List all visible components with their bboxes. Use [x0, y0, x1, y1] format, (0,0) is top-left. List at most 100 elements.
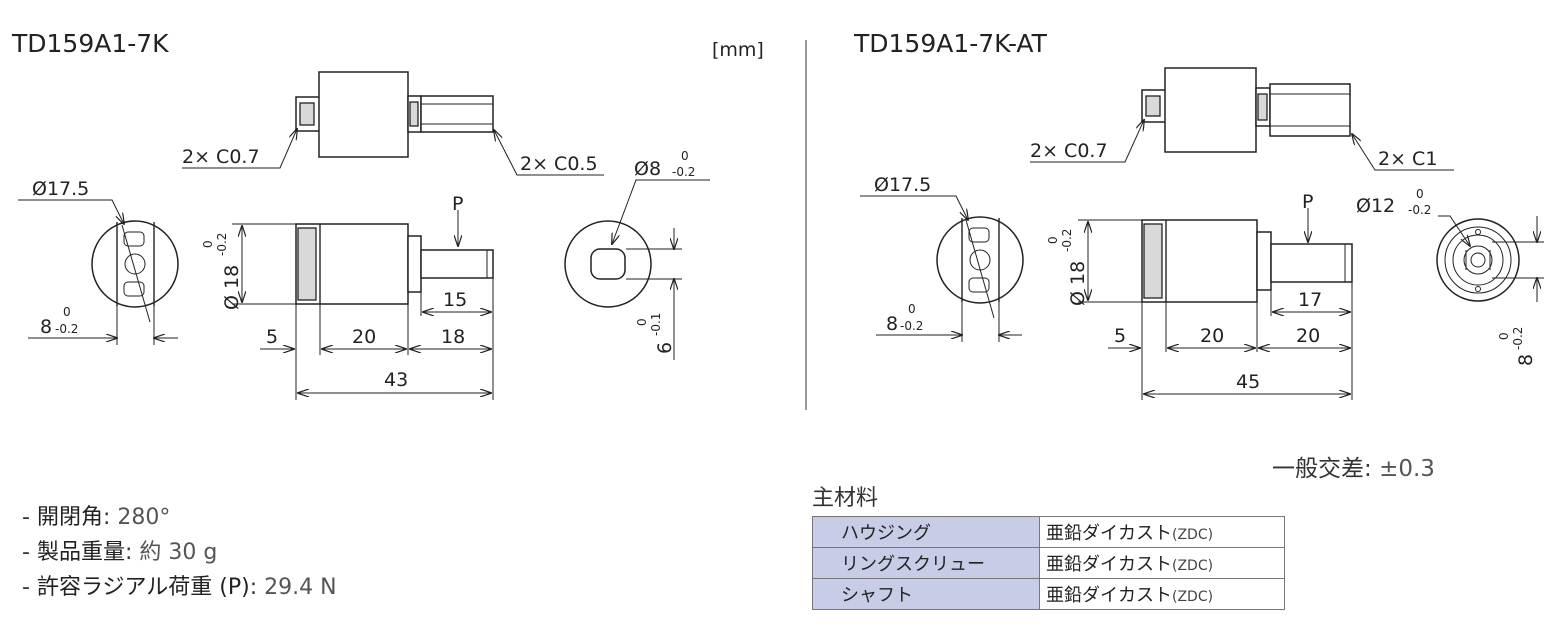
part-name: シャフト — [812, 578, 1040, 610]
chamfer-right-leader — [494, 130, 604, 176]
load-label: P — [452, 193, 463, 215]
unit-label: [mm] — [712, 39, 764, 61]
svg-text:-0.2: -0.2 — [1408, 203, 1431, 217]
model-title: TD159A1-7K — [11, 29, 169, 58]
material-cell: 亜鉛ダイカスト(ZDC) — [1039, 578, 1285, 610]
part-name: ハウジング — [812, 516, 1040, 548]
svg-text:0: 0 — [1416, 187, 1424, 201]
shaft-profile — [1463, 245, 1493, 275]
chamfer-left-leader — [182, 129, 297, 169]
side-shaft — [420, 249, 494, 279]
housing-body — [1164, 67, 1257, 153]
dim-18: 18 — [441, 326, 465, 348]
svg-text:-0.2: -0.2 — [55, 322, 78, 336]
side-collar — [1256, 231, 1272, 291]
spec-list: - 開閉角: 280° - 製品重量: 約 30 g - 許容ラジアル荷重 (P… — [22, 500, 337, 605]
svg-text:-0.1: -0.1 — [649, 313, 663, 336]
side-view: P Ø 18 0 -0.2 15 5 20 18 43 — [201, 193, 494, 400]
part-name: リングスクリュー — [812, 547, 1040, 579]
svg-text:-0.2: -0.2 — [672, 165, 695, 179]
chamfer-right-label: 2× C0.5 — [520, 153, 598, 175]
side-ring — [297, 227, 317, 301]
dia-side-label: Ø 18 — [221, 265, 243, 310]
dim-shaft-flat: 17 — [1298, 289, 1322, 311]
model-title: TD159A1-7K-AT — [853, 29, 1048, 58]
dia-shaft-leader — [612, 179, 710, 244]
dim-5: 5 — [1114, 325, 1126, 347]
end-view: Ø17.5 8 0 -0.2 — [860, 174, 1024, 342]
shaft-profile — [590, 248, 626, 280]
material-cell: 亜鉛ダイカスト(ZDC) — [1039, 547, 1285, 579]
end-view-disc — [91, 220, 179, 308]
shaft-flat-label: 8 — [1515, 354, 1537, 366]
dim-5: 5 — [266, 326, 278, 348]
shaft-top — [1269, 83, 1351, 137]
end-view-disc — [936, 216, 1024, 304]
materials-title: 主材料 — [812, 486, 879, 511]
svg-text:0: 0 — [201, 240, 215, 248]
center-hole — [124, 253, 146, 275]
dia-body-leader — [18, 199, 124, 224]
spec-item: - 開閉角: 280° — [22, 505, 171, 530]
side-view: P Ø 18 0 -0.2 17 5 20 20 45 — [1046, 191, 1353, 400]
shaft-flat-label: 6 — [654, 342, 676, 354]
top-view: 2× C0.7 2× C1 — [1030, 67, 1454, 171]
svg-text:0: 0 — [63, 305, 71, 319]
dia-shaft-label: Ø8 — [634, 158, 661, 180]
material-cell: 亜鉛ダイカスト(ZDC) — [1039, 516, 1285, 548]
left-stub-flat — [1145, 95, 1161, 117]
left-stub-flat — [299, 102, 315, 126]
top-view: 2× C0.7 2× C0.5 — [182, 71, 604, 176]
chamfer-left-label: 2× C0.7 — [182, 146, 260, 168]
table-row: リングスクリュー 亜鉛ダイカスト(ZDC) — [812, 547, 1285, 579]
table-row: シャフト 亜鉛ダイカスト(ZDC) — [812, 578, 1285, 610]
side-shaft — [1270, 243, 1353, 283]
shaft-end-view: Ø8 0 -0.2 6 0 -0.1 — [564, 149, 710, 360]
ring-flat — [409, 101, 419, 127]
housing-body — [318, 71, 409, 158]
materials-section: 主材料 ハウジング 亜鉛ダイカスト(ZDC) リングスクリュー 亜鉛ダイカスト(… — [812, 480, 1285, 610]
svg-text:0: 0 — [908, 302, 916, 316]
dim-total: 43 — [384, 369, 408, 391]
model-7k-at-drawing: TD159A1-7K-AT 2× C0.7 2× C1 Ø — [853, 29, 1544, 400]
model-7k-drawing: TD159A1-7K [mm] 2× C0.7 2× C0.5 — [11, 29, 764, 400]
slot-bottom — [123, 281, 145, 297]
dim-20-housing: 20 — [1200, 325, 1224, 347]
svg-text:-0.2: -0.2 — [1060, 229, 1074, 252]
dim-20-shaft: 20 — [1296, 325, 1320, 347]
materials-table: ハウジング 亜鉛ダイカスト(ZDC) リングスクリュー 亜鉛ダイカスト(ZDC)… — [812, 516, 1285, 610]
table-row: ハウジング 亜鉛ダイカスト(ZDC) — [812, 516, 1285, 548]
dia-shaft-leader — [1438, 215, 1470, 246]
side-ring — [1143, 223, 1163, 299]
slot-top — [123, 231, 145, 247]
svg-text:0: 0 — [681, 149, 689, 163]
chamfer-right-label: 2× C1 — [1378, 148, 1437, 170]
shaft-end-disc — [1436, 218, 1520, 302]
dia-body-label: Ø17.5 — [32, 178, 89, 200]
ring-flat — [1257, 93, 1268, 121]
side-collar — [407, 235, 422, 293]
dia-body-leader — [860, 195, 968, 220]
dia-shaft-label: Ø12 — [1356, 195, 1395, 217]
svg-text:0: 0 — [1497, 332, 1511, 340]
spec-item: - 許容ラジアル荷重 (P): 29.4 N — [22, 575, 337, 600]
shaft-end-view: Ø12 0 -0.2 8 0 -0.2 — [1356, 187, 1544, 366]
svg-text:0: 0 — [1046, 236, 1060, 244]
shaft-top — [420, 95, 494, 133]
width-flat-label: 8 — [40, 316, 52, 338]
dia-body-label: Ø17.5 — [874, 174, 931, 196]
slot-top — [968, 227, 990, 243]
slot-bottom — [968, 277, 990, 293]
general-tolerance: 一般交差: ±0.3 — [1272, 456, 1435, 482]
end-view: Ø17.5 8 0 -0.2 — [18, 178, 179, 345]
spec-item: - 製品重量: 約 30 g — [22, 540, 218, 565]
chamfer-left-label: 2× C0.7 — [1030, 140, 1108, 162]
svg-text:-0.2: -0.2 — [1511, 327, 1525, 350]
chamfer-left-leader — [1030, 120, 1144, 163]
svg-text:-0.2: -0.2 — [900, 319, 923, 333]
dia-side-label: Ø 18 — [1067, 261, 1089, 306]
chamfer-right-leader — [1352, 134, 1454, 171]
svg-text:0: 0 — [635, 318, 649, 326]
width-flat-label: 8 — [886, 313, 898, 335]
